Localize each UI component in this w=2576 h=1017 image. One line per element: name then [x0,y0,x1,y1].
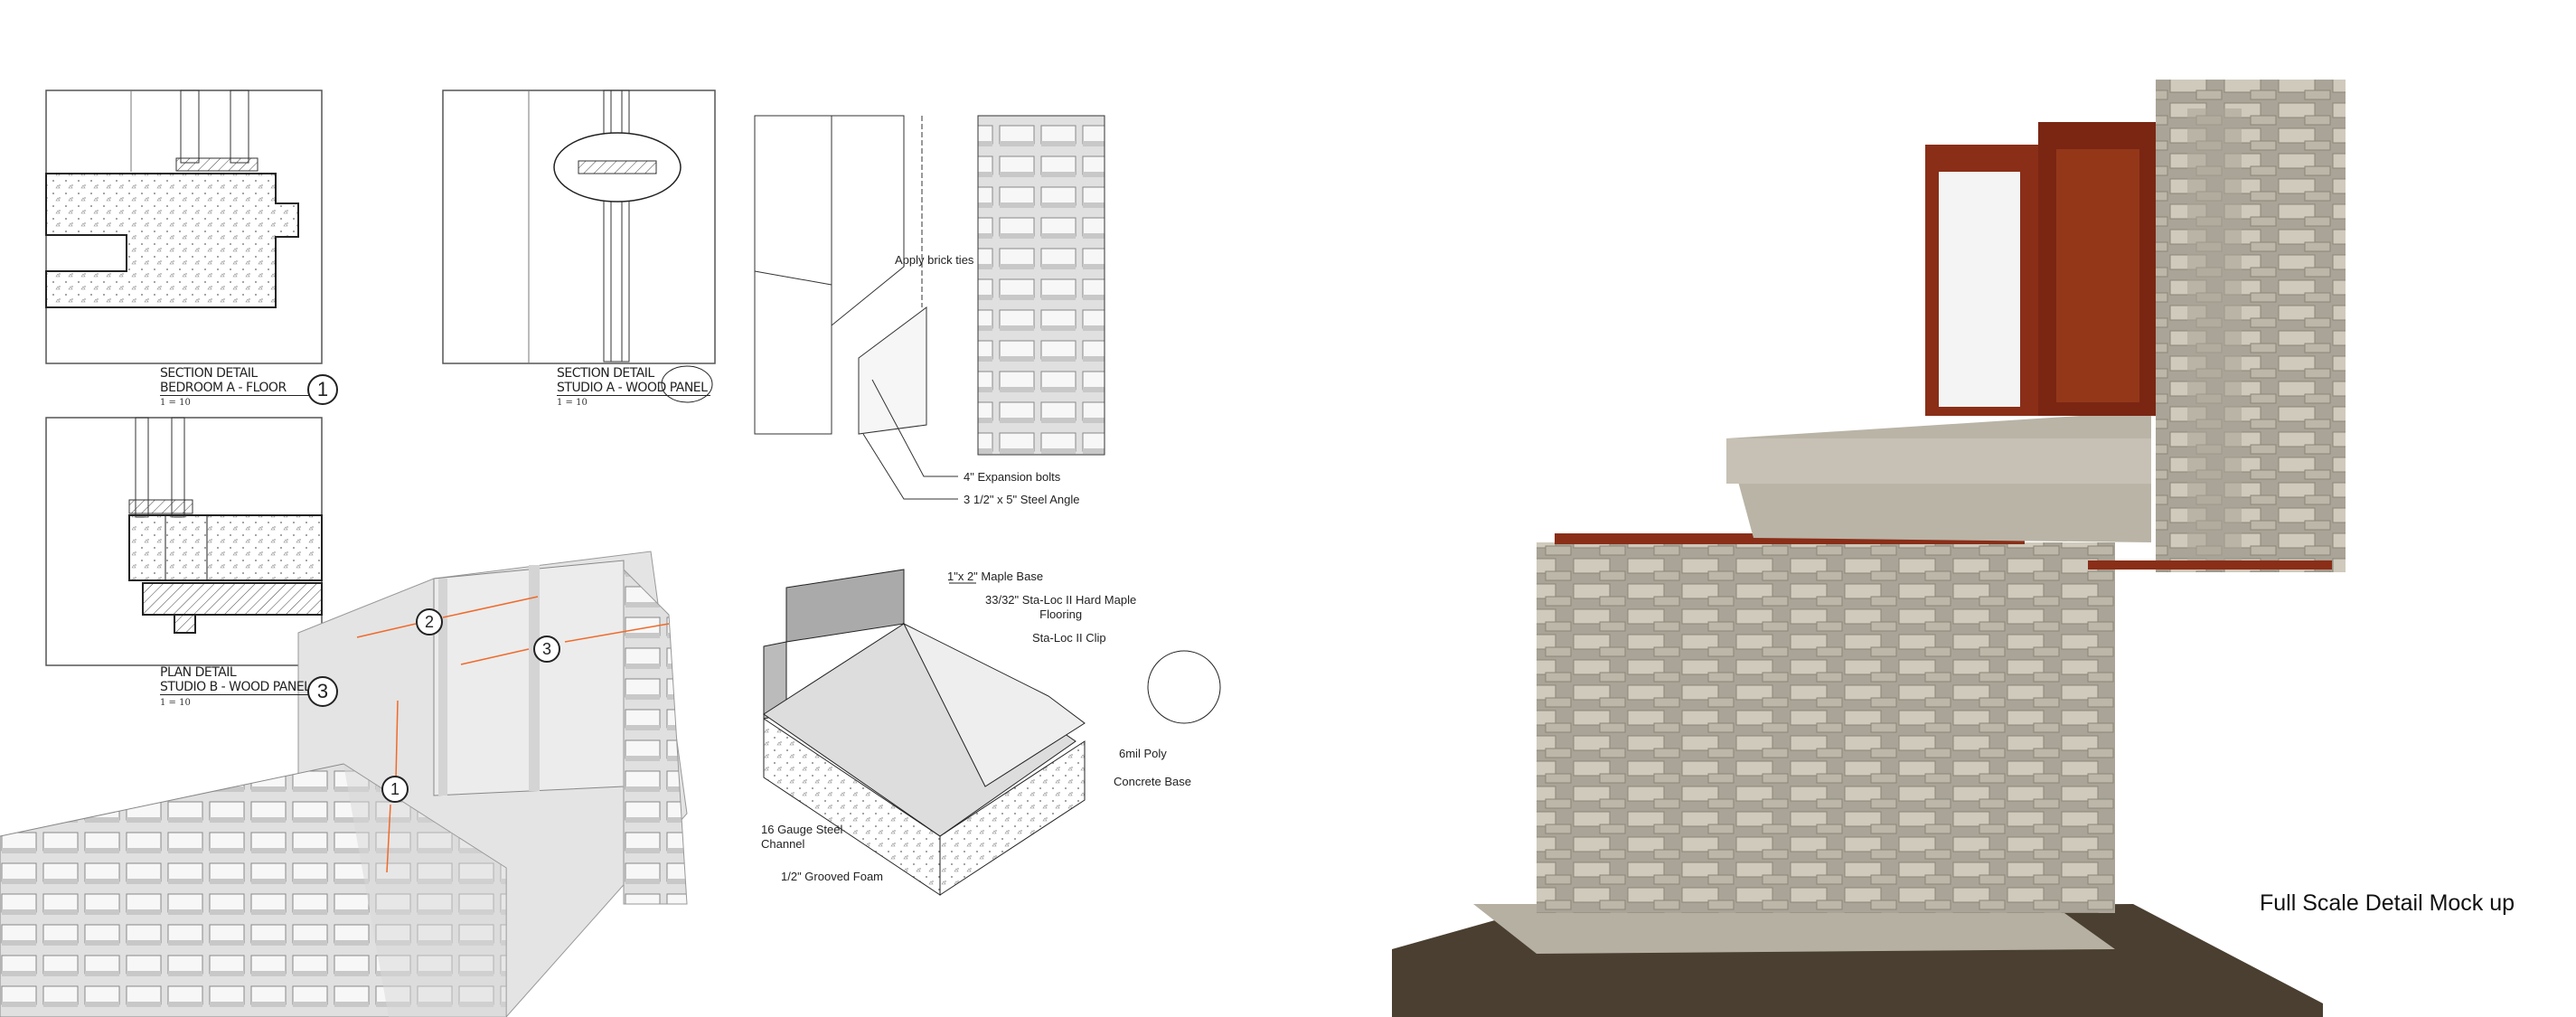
callout-steel-channel-line1: 16 Gauge Steel [761,823,843,836]
model-marker-1: 1 [381,776,409,803]
detail-3-scale: 1 = 10 [160,698,191,708]
callout-maple-flooring-line1: 33/32" Sta-Loc II Hard Maple [985,593,1137,607]
callout-expansion-bolts: 4" Expansion bolts [964,470,1061,484]
floor-system-axonometric [763,569,1221,896]
callout-maple-base: 1"x 2" Maple Base [947,570,1044,583]
detail-3-title-line1: PLAN DETAIL [160,665,237,680]
model-marker-3: 3 [533,636,560,663]
detail-1-number: 1 [307,374,338,405]
callout-brick-ties: Apply brick ties [895,253,974,267]
section-detail-bedroom-floor [45,89,323,364]
callout-6mil-poly: 6mil Poly [1119,747,1167,760]
detail-2-title-line1: SECTION DETAIL [557,366,654,381]
mockup-photo [1392,80,2346,1017]
photo-caption: Full Scale Detail Mock up [2260,890,2515,916]
3d-wall-model [0,551,688,1017]
detail-3-number: 3 [307,676,338,707]
callout-sta-loc-clip: Sta-Loc II Clip [1032,631,1106,645]
model-marker-2: 2 [416,608,443,636]
callout-maple-flooring: 33/32" Sta-Loc II Hard Maple Flooring [985,593,1136,622]
detail-3-title-line2: STUDIO B - WOOD PANEL [160,680,311,694]
callout-steel-channel-line2: Channel [761,837,805,851]
detail-2-title-line2: STUDIO A - WOOD PANEL [557,381,708,395]
detail-1-scale: 1 = 10 [160,398,191,408]
detail-3-title: PLAN DETAIL STUDIO B - WOOD PANEL [160,665,311,695]
callout-concrete-base: Concrete Base [1114,775,1191,788]
detail-2-scale: 1 = 10 [557,398,588,408]
callout-maple-flooring-line2: Flooring [1039,607,1083,621]
detail-1-title-line1: SECTION DETAIL [160,366,258,381]
plan-detail-studio-wood-panel [45,417,323,666]
brick-ties-axonometric [754,115,1105,500]
callout-steel-angle: 3 1/2" x 5" Steel Angle [964,493,1080,506]
callout-steel-channel: 16 Gauge Steel Channel [761,823,842,852]
detail-1-title-line2: BEDROOM A - FLOOR [160,381,287,395]
detail-1-title: SECTION DETAIL BEDROOM A - FLOOR [160,366,314,396]
detail-2-title: SECTION DETAIL STUDIO A - WOOD PANEL [557,366,710,396]
section-detail-studio-wood-panel [442,89,716,403]
callout-grooved-foam: 1/2" Grooved Foam [781,870,884,883]
